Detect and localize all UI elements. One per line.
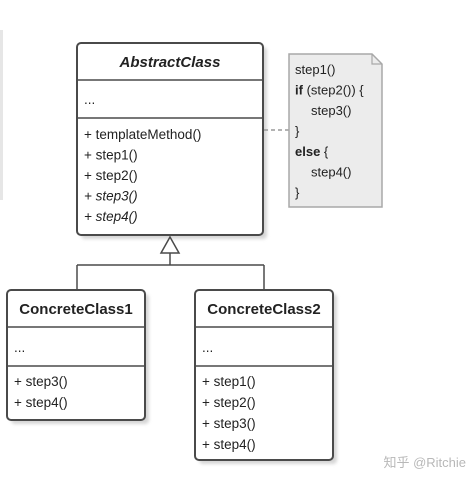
abstract-class-frame — [76, 42, 264, 236]
concrete-class-1-method-item: + step4() — [14, 395, 68, 410]
inheritance-arrow — [76, 235, 265, 290]
abstract-method-item: + templateMethod() — [84, 127, 201, 142]
concrete-class-1-box: ConcreteClass1 ... + step3() + step4() — [6, 289, 149, 424]
note-code: (step2()) { — [303, 83, 364, 98]
abstract-method-item: + step4() — [84, 209, 138, 224]
note-folded-corner — [371, 54, 382, 65]
concrete-class-2-frame — [194, 289, 334, 461]
concrete-class-1-methods: + step3() + step4() — [14, 374, 68, 410]
concrete-class-2-name: ConcreteClass2 — [207, 301, 320, 318]
note-code: step1() — [295, 62, 335, 77]
note-body — [288, 53, 383, 208]
note-line: } — [295, 185, 300, 200]
watermark: 知乎 @Ritchie — [383, 455, 466, 470]
note-line: step1() — [295, 62, 335, 77]
concrete-class-2-method-item: + step2() — [202, 395, 256, 410]
concrete-class-2-box: ConcreteClass2 ... + step1()+ step2()+ s… — [194, 289, 337, 464]
note-keyword: else — [295, 144, 320, 159]
note-line: if (step2()) { — [295, 83, 364, 98]
note-line: step4() — [311, 165, 351, 180]
code-note: step1() if (step2()) { step3()} else { step4… — [264, 53, 383, 208]
abstract-method-item: + step1() — [84, 148, 138, 163]
concrete-class-2-fields: ... — [202, 340, 213, 355]
concrete-class-1-method-item: + step3() — [14, 374, 68, 389]
concrete-class-1-fields: ... — [14, 340, 25, 355]
note-line: step3() — [311, 103, 351, 118]
inheritance-triangle — [159, 235, 181, 254]
concrete-class-2-method-item: + step1() — [202, 374, 256, 389]
concrete-class-1-frame — [6, 289, 146, 421]
note-line: else { — [295, 144, 329, 159]
concrete-class-1-name: ConcreteClass1 — [19, 301, 132, 318]
note-code: } — [295, 124, 300, 139]
concrete-class-2-method-item: + step3() — [202, 416, 256, 431]
concrete-class-2-method-item: + step4() — [202, 437, 256, 452]
note-keyword: if — [295, 83, 304, 98]
abstract-method-item: + step2() — [84, 168, 138, 183]
abstract-class-methods: + templateMethod() + step1() + step2() + st… — [84, 127, 201, 224]
note-code-lines: step1() if (step2()) { step3()} else { step4… — [295, 62, 364, 200]
concrete-class-2-methods: + step1() + step2() + step3() + step4() — [202, 374, 256, 452]
abstract-class-fields: ... — [84, 92, 95, 107]
abstract-class-name: AbstractClass — [119, 54, 221, 71]
note-line: } — [295, 124, 300, 139]
note-code: { — [320, 144, 329, 159]
note-code: step3() — [311, 103, 351, 118]
abstract-class-box: AbstractClass ... + templateMethod() + st… — [76, 42, 267, 239]
note-code: } — [295, 185, 300, 200]
left-edge-strip — [0, 30, 3, 200]
note-code: step4() — [311, 165, 351, 180]
abstract-method-item: + step3() — [84, 189, 138, 204]
